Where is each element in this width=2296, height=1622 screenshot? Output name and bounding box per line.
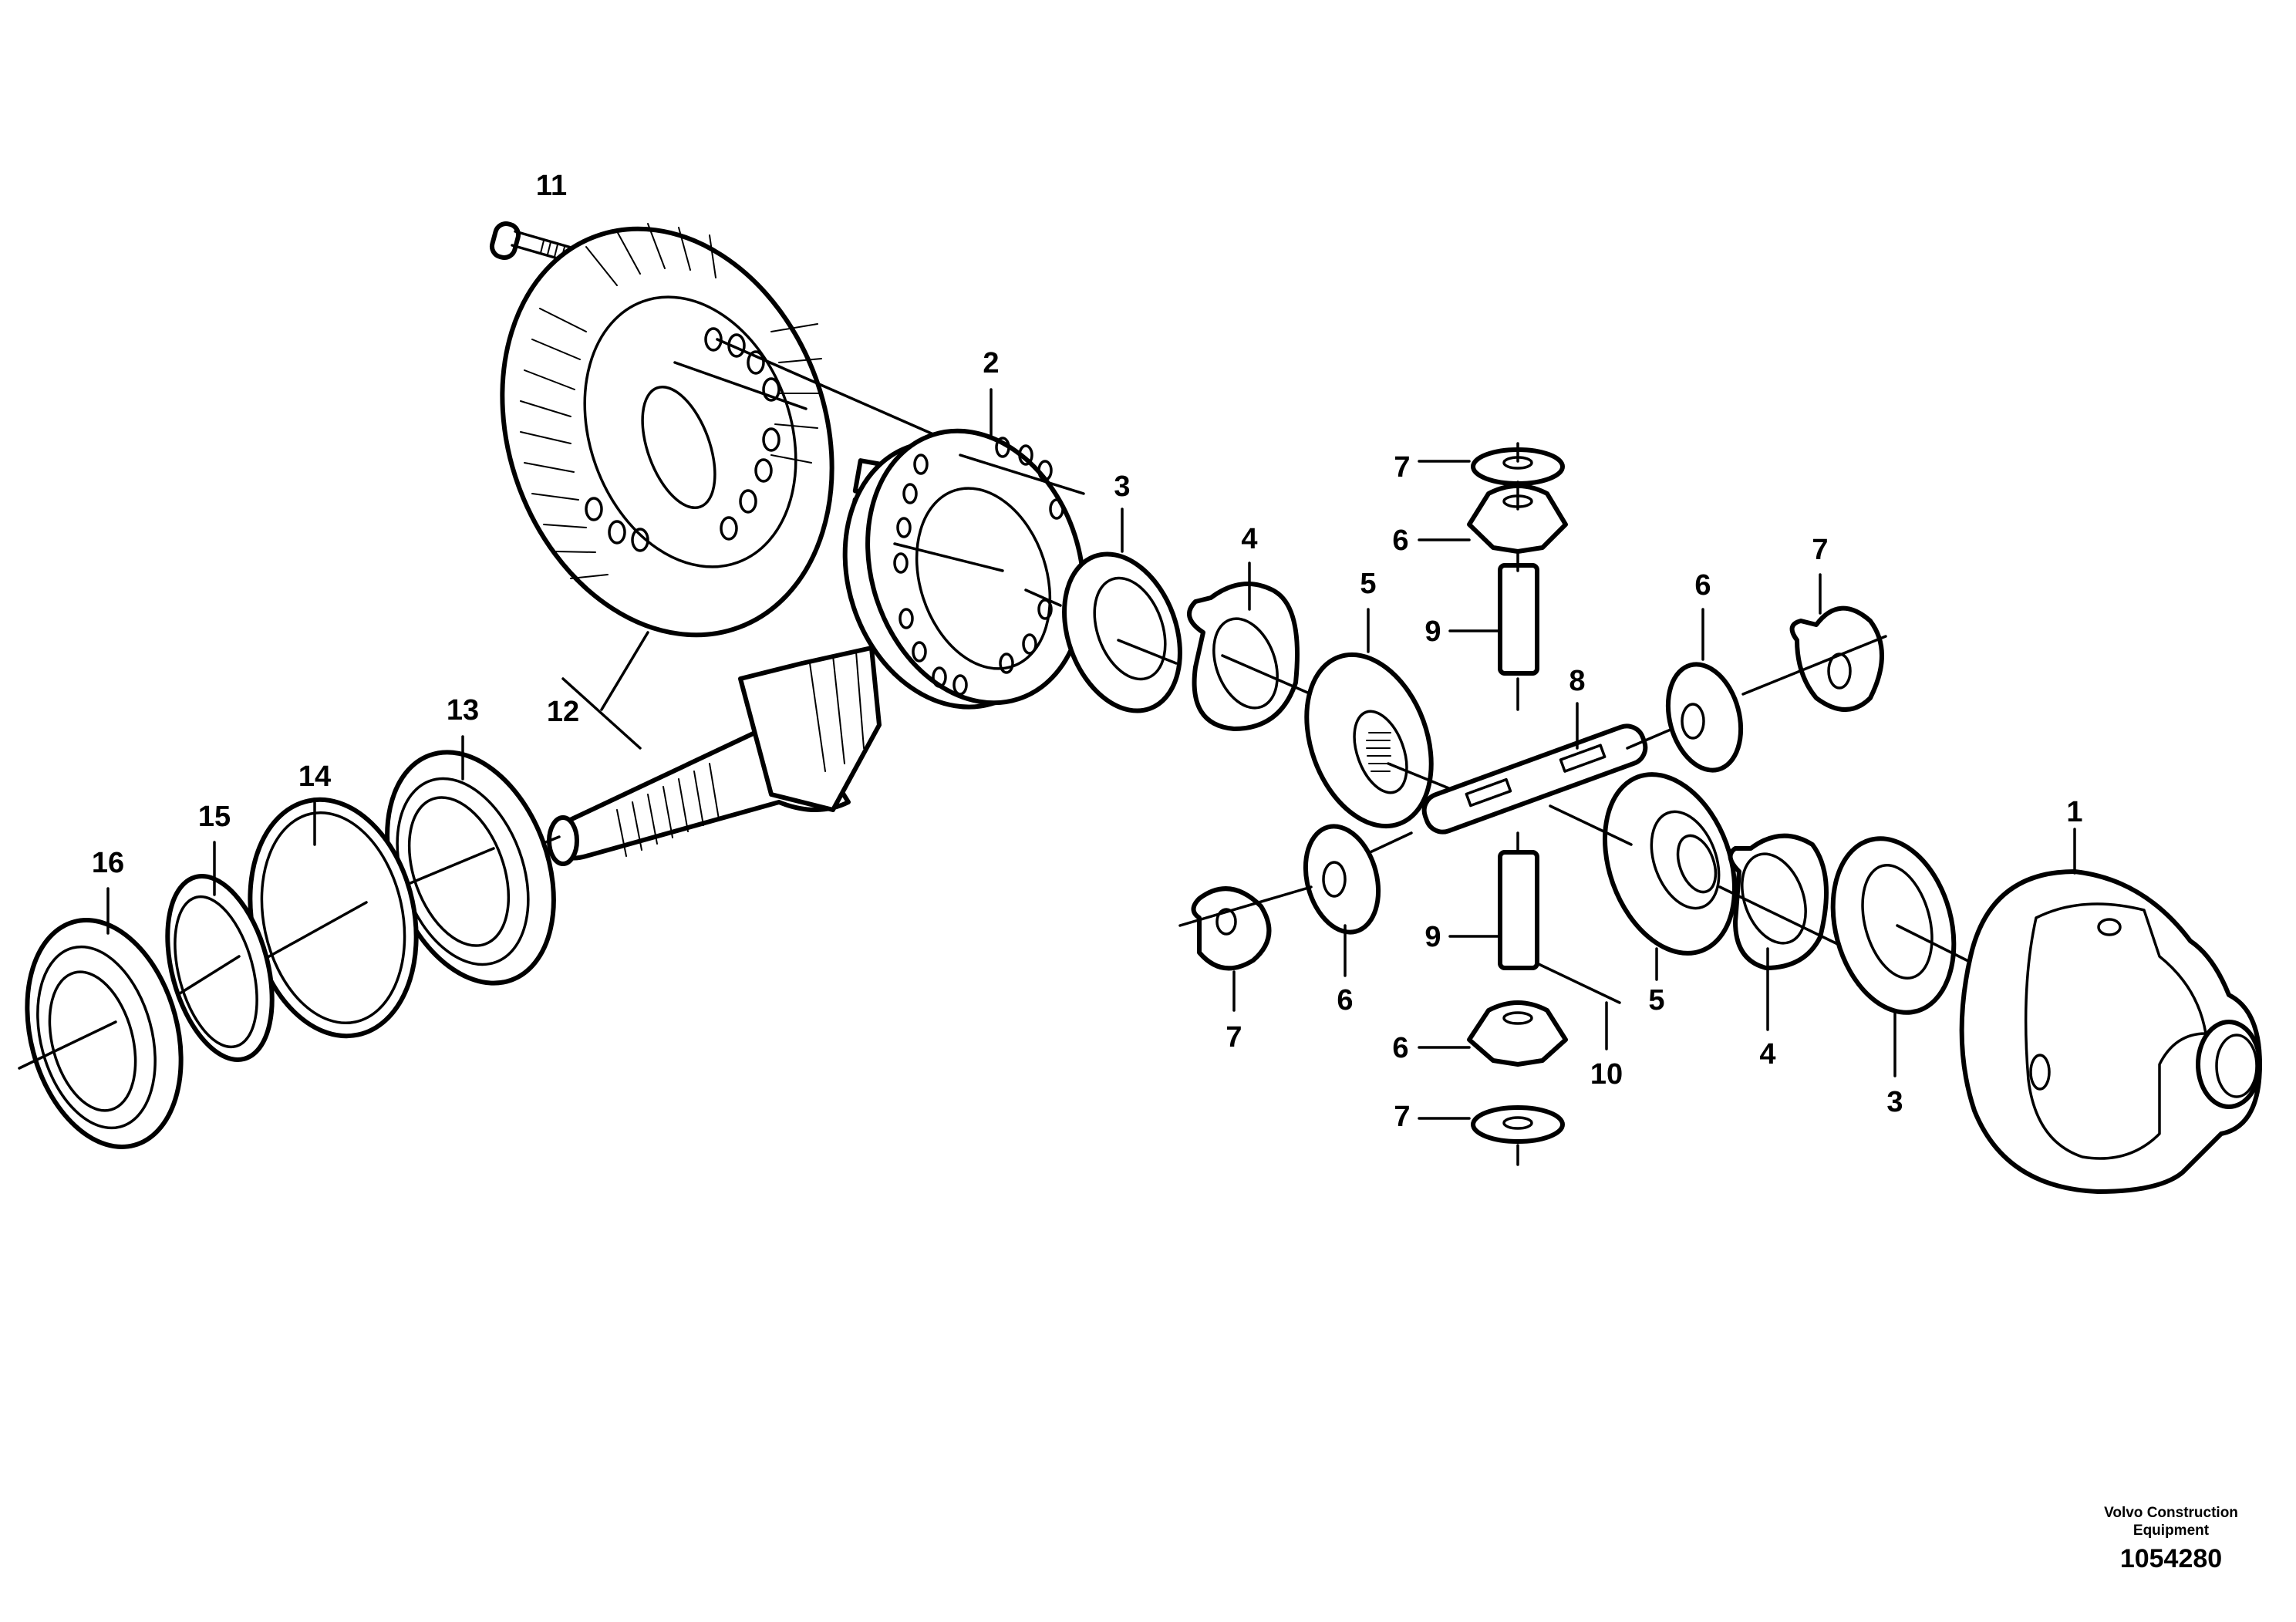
thrust-washer-part-3b <box>1830 836 1968 1077</box>
bolt-part-11 <box>489 221 610 267</box>
callout-2: 2 <box>983 347 999 379</box>
left-pinion-part-6c <box>1303 824 1381 977</box>
callout-15: 15 <box>198 801 231 833</box>
callout-16: 16 <box>92 847 124 879</box>
lock-washer-part-4b <box>1718 833 1849 1031</box>
callout-9a: 9 <box>1424 615 1441 648</box>
callout-1: 1 <box>2066 796 2082 828</box>
callout-11: 11 <box>536 170 567 202</box>
side-gear-part-5a <box>1304 608 1494 829</box>
callout-9b: 9 <box>1424 921 1441 953</box>
callout-3a: 3 <box>1114 470 1130 503</box>
differential-housing-part-1 <box>1959 828 2262 1194</box>
right-washer-part-7b <box>1741 573 1887 712</box>
callout-7b: 7 <box>1812 534 1828 566</box>
callout-6a: 6 <box>1392 524 1408 557</box>
callout-8: 8 <box>1569 665 1585 697</box>
callout-10: 10 <box>1590 1058 1623 1091</box>
callout-5a: 5 <box>1360 568 1376 600</box>
callout-7d: 7 <box>1394 1101 1410 1133</box>
callout-12: 12 <box>547 696 579 728</box>
callout-5b: 5 <box>1648 984 1664 1017</box>
callout-6d: 6 <box>1392 1032 1408 1064</box>
callout-3b: 3 <box>1886 1086 1903 1118</box>
side-gear-part-5b <box>1549 772 1738 981</box>
right-pinion-part-6b <box>1665 608 1744 773</box>
callout-labels: 1 2 3 3 4 4 5 5 6 6 6 6 7 7 7 7 8 9 9 10… <box>92 170 2083 1133</box>
lock-washer-part-4a <box>1187 561 1313 731</box>
callout-4a: 4 <box>1241 523 1257 555</box>
spider-assembly <box>1364 442 1683 1166</box>
thrust-washer-part-3a <box>1062 508 1182 713</box>
crown-wheel-part-12 <box>500 223 954 638</box>
organization-name-line1: Volvo Construction <box>2104 1505 2238 1521</box>
callout-7c: 7 <box>1226 1021 1242 1054</box>
spacer-ring-part-15 <box>165 841 275 1062</box>
pinion-shaft-part-12 <box>538 631 882 866</box>
callout-6b: 6 <box>1694 569 1711 602</box>
left-washer-part-7c <box>1178 885 1313 1012</box>
callout-13: 13 <box>447 694 479 727</box>
organization-name-line2: Equipment <box>2132 1523 2210 1539</box>
callout-7a: 7 <box>1394 451 1410 484</box>
shim-part-14 <box>248 797 419 1039</box>
callout-6c: 6 <box>1337 984 1353 1017</box>
callout-4b: 4 <box>1759 1038 1775 1071</box>
case-half-part-2 <box>842 388 1086 710</box>
drawing-credit: Volvo Construction Equipment 1054280 <box>2082 1504 2260 1574</box>
drawing-number: 1054280 <box>2119 1544 2223 1573</box>
bearing-part-16 <box>18 887 184 1149</box>
callout-14: 14 <box>298 760 331 793</box>
